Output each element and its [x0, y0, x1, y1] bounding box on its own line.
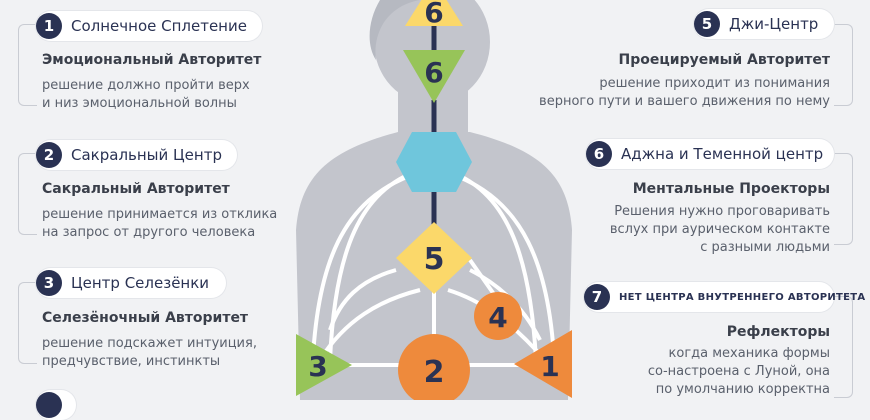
center-title: Солнечное Сплетение: [71, 17, 247, 35]
g-center: [396, 222, 472, 294]
number-badge: 2: [36, 142, 62, 168]
authority-heading: Эмоциональный Авторитет: [42, 52, 262, 68]
ego-center: [474, 292, 522, 340]
authority-heading: Проецируемый Авторитет: [618, 52, 830, 68]
center-title: НЕТ ЦЕНТРА ВНУТРЕННЕГО АВТОРИТЕТА: [619, 291, 866, 303]
authority-description: решение принимается из отклика на запрос…: [42, 207, 278, 240]
center-title: Аджна и Теменной центр: [621, 145, 824, 163]
sacral-center-label: 2: [424, 355, 445, 390]
number-badge: 5: [694, 11, 720, 37]
authority-pill-3: 3 Центр Селезёнки: [36, 268, 226, 298]
bracket: [834, 24, 853, 106]
solar-plexus-center: [514, 330, 572, 398]
center-title: Сакральный Центр: [71, 146, 222, 164]
authority-pill-2: 2 Сакральный Центр: [36, 140, 237, 170]
ego-center-label: 4: [488, 301, 507, 334]
bracket: [18, 24, 37, 106]
number-badge: 1: [36, 13, 62, 39]
bodygraph-figure: 6 6 5 4 3 2 1: [296, 0, 572, 400]
authority-heading: Сакральный Авторитет: [42, 181, 230, 197]
authority-description: решение подскажет интуиция, предчувствие…: [42, 336, 257, 369]
number-badge: 6: [586, 141, 612, 167]
authority-description: решение приходит из понимания верного пу…: [539, 76, 830, 109]
throat-center: [396, 132, 472, 192]
g-center-label: 5: [424, 242, 445, 277]
authority-pill-5: Джи-Центр 5: [694, 9, 834, 39]
authority-pill-7: НЕТ ЦЕНТРА ВНУТРЕННЕГО АВТОРИТЕТА 7: [584, 282, 865, 312]
authority-pill-1: 1 Солнечное Сплетение: [36, 11, 262, 41]
spleen-center: [296, 334, 352, 396]
bracket: [18, 153, 37, 235]
ajna-center: [403, 50, 465, 103]
authority-heading: Рефлекторы: [726, 324, 830, 340]
authority-heading: Ментальные Проекторы: [632, 181, 830, 197]
spleen-center-label: 3: [308, 350, 327, 383]
head-center: [405, 0, 463, 26]
head-center-label: 6: [424, 0, 443, 29]
number-badge: 3: [36, 270, 62, 296]
channel-lines: [310, 168, 557, 381]
bracket: [834, 153, 853, 245]
bracket: [834, 296, 853, 398]
authority-description: когда механика формы со-настроена с Луно…: [647, 346, 830, 397]
authority-heading: Селезёночный Авторитет: [42, 310, 249, 326]
center-title: Центр Селезёнки: [71, 274, 210, 292]
silhouette-face: [369, 0, 420, 60]
number-badge: 7: [584, 284, 610, 310]
center-title: Джи-Центр: [729, 15, 819, 33]
authority-pill-4: [36, 390, 76, 420]
number-badge: [36, 392, 62, 418]
bracket: [18, 282, 37, 364]
solar-plexus-center-label: 1: [540, 350, 559, 383]
authority-description: решение должно пройти верх и низ эмоцион…: [42, 78, 250, 111]
sacral-center: [398, 334, 470, 400]
ajna-center-label: 6: [424, 56, 443, 89]
authority-pill-6: Аджна и Теменной центр 6: [586, 139, 834, 169]
authority-description: Решения нужно проговаривать вслух при ау…: [609, 204, 830, 255]
